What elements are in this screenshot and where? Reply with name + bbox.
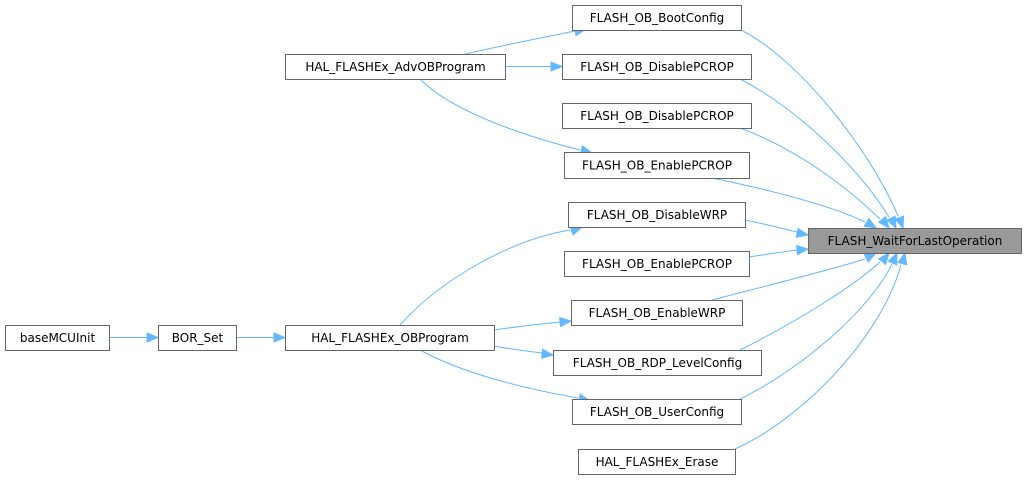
node-label: FLASH_OB_BootConfig <box>590 11 725 25</box>
edge-line <box>711 258 866 301</box>
edge-line <box>419 78 581 151</box>
node-epcrop1[interactable]: FLASH_OB_EnablePCROP <box>564 152 750 179</box>
edge-line <box>739 263 893 400</box>
node-boot[interactable]: FLASH_OB_BootConfig <box>572 5 742 31</box>
edge-erase-to-wait <box>734 251 908 450</box>
edge-line <box>740 29 899 217</box>
node-label: HAL_FLASHEx_Erase <box>596 455 719 469</box>
node-dpcrop1[interactable]: FLASH_OB_DisablePCROP <box>562 54 752 80</box>
nodes-layer: FLASH_OB_BootConfigHAL_FLASHEx_AdvOBProg… <box>5 5 1022 475</box>
arrowhead-icon <box>897 251 908 266</box>
arrowhead-icon <box>887 251 898 266</box>
node-label: FLASH_OB_EnablePCROP <box>582 257 732 271</box>
edge-dpcrop1-to-wait <box>739 78 897 230</box>
node-box <box>564 152 750 179</box>
node-label: FLASH_OB_DisablePCROP <box>580 60 734 74</box>
node-label: FLASH_OB_DisableWRP <box>587 208 727 222</box>
arrowhead-icon <box>273 332 287 343</box>
edge-line <box>739 78 890 218</box>
edge-base-to-bor <box>109 332 160 343</box>
arrowhead-icon <box>146 332 160 343</box>
node-label: FLASH_OB_EnablePCROP <box>582 159 732 173</box>
arrowhead-icon <box>863 252 878 263</box>
arrowhead-icon <box>894 215 905 230</box>
arrowhead-icon <box>796 244 810 256</box>
edge-line <box>399 229 571 326</box>
edge-user-to-wait <box>739 251 898 400</box>
edges-layer <box>109 26 908 450</box>
node-label: FLASH_WaitForLastOperation <box>828 234 1003 248</box>
node-box <box>808 228 1022 254</box>
node-ewrp[interactable]: FLASH_OB_EnableWRP <box>571 300 743 326</box>
edge-line <box>711 177 866 223</box>
node-rdp[interactable]: FLASH_OB_RDP_LevelConfig <box>553 350 762 376</box>
node-dpcrop2[interactable]: FLASH_OB_DisablePCROP <box>562 103 752 129</box>
node-wait[interactable]: FLASH_WaitForLastOperation <box>808 228 1022 254</box>
node-label: FLASH_OB_UserConfig <box>590 405 724 419</box>
node-epcrop2[interactable]: FLASH_OB_EnablePCROP <box>564 251 750 277</box>
node-box <box>564 251 750 277</box>
edge-epcrop1-to-wait <box>711 177 878 229</box>
node-label: FLASH_OB_RDP_LevelConfig <box>573 356 742 370</box>
node-box <box>553 350 762 376</box>
edge-obp-to-dwrp <box>399 225 584 326</box>
node-box <box>572 5 742 31</box>
node-label: BOR_Set <box>172 331 224 345</box>
arrowhead-icon <box>550 61 564 72</box>
node-box <box>572 399 742 425</box>
edge-boot-to-wait <box>740 29 905 230</box>
edge-line <box>493 321 561 331</box>
edge-line <box>739 127 881 220</box>
edge-adv-to-boot <box>464 26 588 55</box>
node-box <box>578 449 736 475</box>
edge-adv-to-dpcrop1 <box>505 61 564 72</box>
edge-obp-to-ewrp <box>493 316 573 331</box>
edge-line <box>734 264 902 450</box>
node-adv[interactable]: HAL_FLASHEx_AdvOBProgram <box>285 54 506 80</box>
arrowhead-icon <box>877 251 890 266</box>
edge-line <box>744 219 798 233</box>
edge-line <box>748 249 798 258</box>
edge-line <box>493 345 543 354</box>
edge-epcrop2-to-wait <box>748 244 810 258</box>
node-obp[interactable]: HAL_FLASHEx_OBProgram <box>285 325 495 351</box>
edge-line <box>739 261 881 351</box>
edge-obp-to-rdp <box>493 345 555 359</box>
node-base[interactable]: baseMCUInit <box>5 325 110 351</box>
node-box <box>285 54 506 80</box>
edge-line <box>419 349 579 399</box>
node-user[interactable]: FLASH_OB_UserConfig <box>572 399 742 425</box>
arrowhead-icon <box>795 227 810 238</box>
arrowhead-icon <box>863 217 878 229</box>
node-box <box>562 103 752 129</box>
node-dwrp[interactable]: FLASH_OB_DisableWRP <box>568 202 746 228</box>
arrowhead-icon <box>877 215 890 230</box>
node-box <box>158 325 237 351</box>
node-erase[interactable]: HAL_FLASHEx_Erase <box>578 449 736 475</box>
edge-dpcrop2-to-wait <box>739 127 890 230</box>
node-label: baseMCUInit <box>20 331 96 345</box>
node-label: FLASH_OB_DisablePCROP <box>580 109 734 123</box>
arrowhead-icon <box>559 316 573 328</box>
edge-dwrp-to-wait <box>744 219 810 238</box>
node-box <box>5 325 110 351</box>
arrowhead-icon <box>886 215 897 230</box>
node-label: HAL_FLASHEx_AdvOBProgram <box>305 60 485 74</box>
edge-bor-to-obp <box>236 332 287 343</box>
node-label: HAL_FLASHEx_OBProgram <box>311 331 469 345</box>
arrowhead-icon <box>540 348 555 359</box>
node-label: FLASH_OB_EnableWRP <box>589 306 726 320</box>
node-box <box>571 300 743 326</box>
node-box <box>562 54 752 80</box>
node-box <box>285 325 495 351</box>
edge-line <box>464 30 576 55</box>
node-bor[interactable]: BOR_Set <box>158 325 237 351</box>
node-box <box>568 202 746 228</box>
edge-rdp-to-wait <box>739 251 890 351</box>
